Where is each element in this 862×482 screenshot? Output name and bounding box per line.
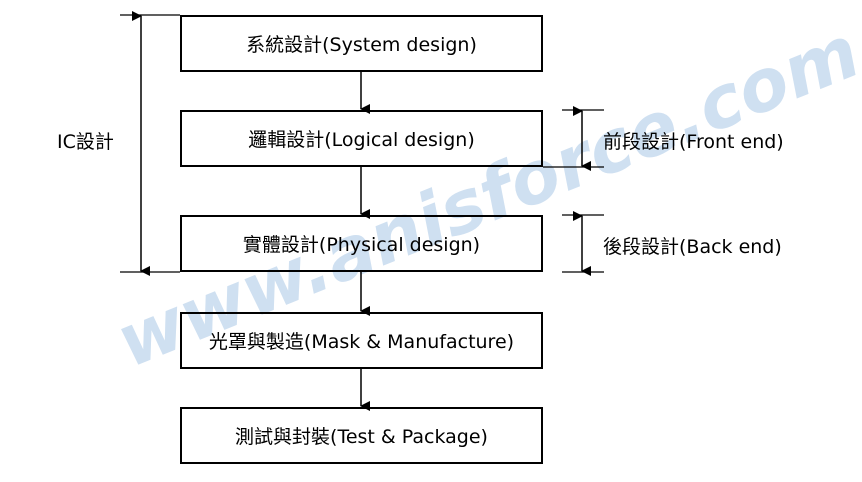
step-logical-design: 邏輯設計(Logical design) xyxy=(180,110,543,167)
step-label: 光罩與製造(Mask & Manufacture) xyxy=(208,331,515,353)
step-label: 測試與封裝(Test & Package) xyxy=(235,426,488,448)
back-end-label: 後段設計(Back end) xyxy=(603,236,782,258)
step-mask-manufacture: 光罩與製造(Mask & Manufacture) xyxy=(180,312,543,369)
back-end-bracket xyxy=(562,211,604,276)
step-physical-design: 實體設計(Physical design) xyxy=(180,215,543,272)
step-system-design: 系統設計(System design) xyxy=(180,15,543,72)
ic-design-label: IC設計 xyxy=(57,131,114,153)
ic-design-bracket xyxy=(120,11,180,276)
front-end-bracket xyxy=(543,106,604,171)
step-label: 實體設計(Physical design) xyxy=(242,234,481,256)
front-end-label: 前段設計(Front end) xyxy=(603,131,784,153)
step-label: 系統設計(System design) xyxy=(246,34,477,56)
step-test-package: 測試與封裝(Test & Package) xyxy=(180,407,543,464)
step-label: 邏輯設計(Logical design) xyxy=(248,129,475,151)
